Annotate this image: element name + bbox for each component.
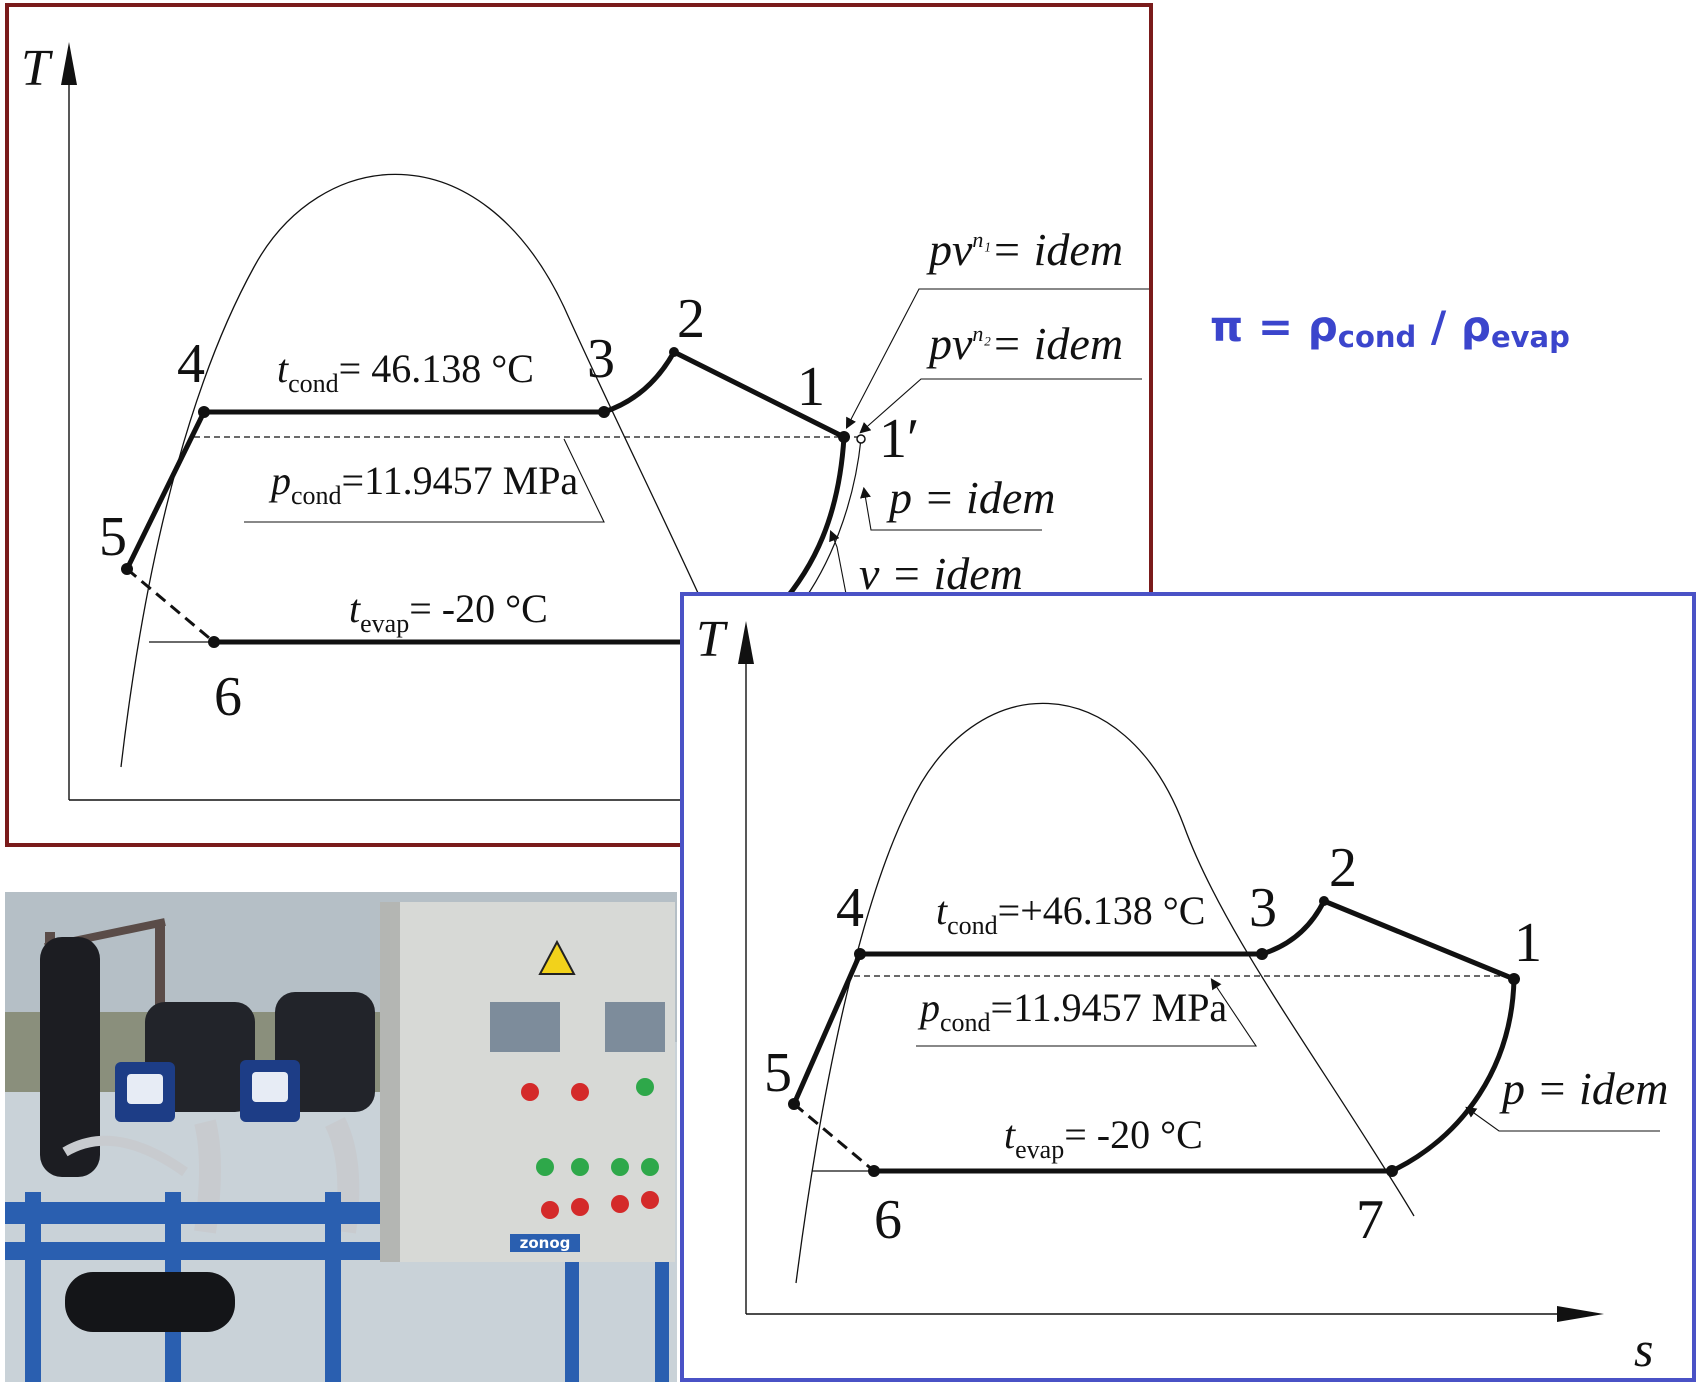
isochore-leader [829,529,848,600]
isochore-label: v = idem [859,548,1023,599]
formula-sub-evap: evap [1490,320,1570,354]
saturation-dome [795,702,1415,1284]
point-4 [198,406,210,418]
top-diagram-panel: T 4 3 2 1 1′ 5 6 tcond= 46.138 °C [5,3,1153,847]
formula-pi: π [1210,302,1244,351]
isobar-leader [860,486,1042,531]
polytrope2-label: pvn₂= idem [926,318,1123,369]
top-ts-diagram: T 4 3 2 1 1′ 5 6 tcond= 46.138 °C [21,40,1149,801]
line-4-5 [791,952,863,1106]
p-cond-leader [916,978,1258,1047]
point-6 [868,1165,880,1177]
curve-3-2 [603,350,677,415]
point-2 [1319,896,1329,906]
formula-divide: / [1430,302,1447,351]
point-5 [121,563,133,575]
polytrope2-leader [859,378,1142,434]
label-point-2: 2 [1329,837,1357,899]
isobar-label: p = idem [1499,1063,1668,1114]
label-point-3: 3 [1249,877,1277,939]
label-point-4: 4 [836,877,864,939]
label-point-1: 1 [797,356,825,418]
point-3 [1256,948,1268,960]
point-7 [1386,1165,1398,1177]
isobar-curve [1390,978,1517,1174]
y-axis-label: T [21,40,53,97]
x-axis-label: s [1634,1321,1653,1377]
throttle-line [793,1102,875,1173]
t-cond-label: tcond= 46.138 °C [277,346,534,398]
y-axis-arrow [61,42,77,85]
point-3 [598,406,610,418]
label-point-3: 3 [587,328,615,390]
point-1 [1508,973,1520,985]
label-point-6: 6 [214,666,242,728]
point-6 [208,636,220,648]
formula-rho-cond: ρ [1307,302,1338,351]
polytrope1-leader [845,288,1149,429]
label-point-4: 4 [177,333,205,395]
line-4-5 [124,410,207,571]
y-axis-arrow [738,621,754,664]
p-cond-label: pcond=11.9457 MPa [268,458,578,510]
curve-3-2 [1261,899,1327,957]
equipment-illustration: zonog [5,892,677,1382]
polytrope1-label: pvn₁= idem [926,224,1123,275]
bottom-diagram-panel: T s 4 3 2 1 5 6 7 tcond=+46.138 °C [680,592,1696,1382]
p-cond-leader [244,438,605,523]
refrigeration-unit-photo: zonog [5,892,677,1382]
point-5 [788,1098,800,1110]
isobar-curve [777,436,847,609]
point-1-prime [856,434,866,444]
label-point-5: 5 [764,1042,792,1104]
point-2 [669,347,679,357]
y-axis-label: T [696,611,728,668]
point-4 [854,948,866,960]
label-point-1: 1 [1514,912,1542,974]
label-point-7: 7 [1356,1189,1384,1251]
p-cond-label: pcond=11.9457 MPa [917,985,1227,1037]
label-point-1-prime: 1′ [879,408,919,470]
photo-logo: zonog [520,1234,571,1252]
compression-line [672,349,846,440]
x-axis-arrow [1557,1306,1604,1322]
t-evap-label: tevap= -20 °C [349,586,548,638]
isobar-label: p = idem [886,472,1055,523]
formula-equals: = [1257,302,1294,351]
t-cond-label: tcond=+46.138 °C [936,888,1205,940]
label-point-2: 2 [677,288,705,350]
isobar-leader [1465,1106,1660,1132]
label-point-6: 6 [874,1189,902,1251]
point-1 [838,431,850,443]
compression-line [1323,898,1515,982]
label-point-5: 5 [99,506,127,568]
formula-sub-cond: cond [1337,320,1417,354]
t-evap-label: tevap= -20 °C [1004,1112,1203,1164]
formula-rho-evap: ρ [1460,302,1491,351]
compression-ratio-formula: π = ρcond / ρevap [1210,302,1570,354]
bottom-ts-diagram: T s 4 3 2 1 5 6 7 tcond=+46.138 °C [696,611,1668,1377]
